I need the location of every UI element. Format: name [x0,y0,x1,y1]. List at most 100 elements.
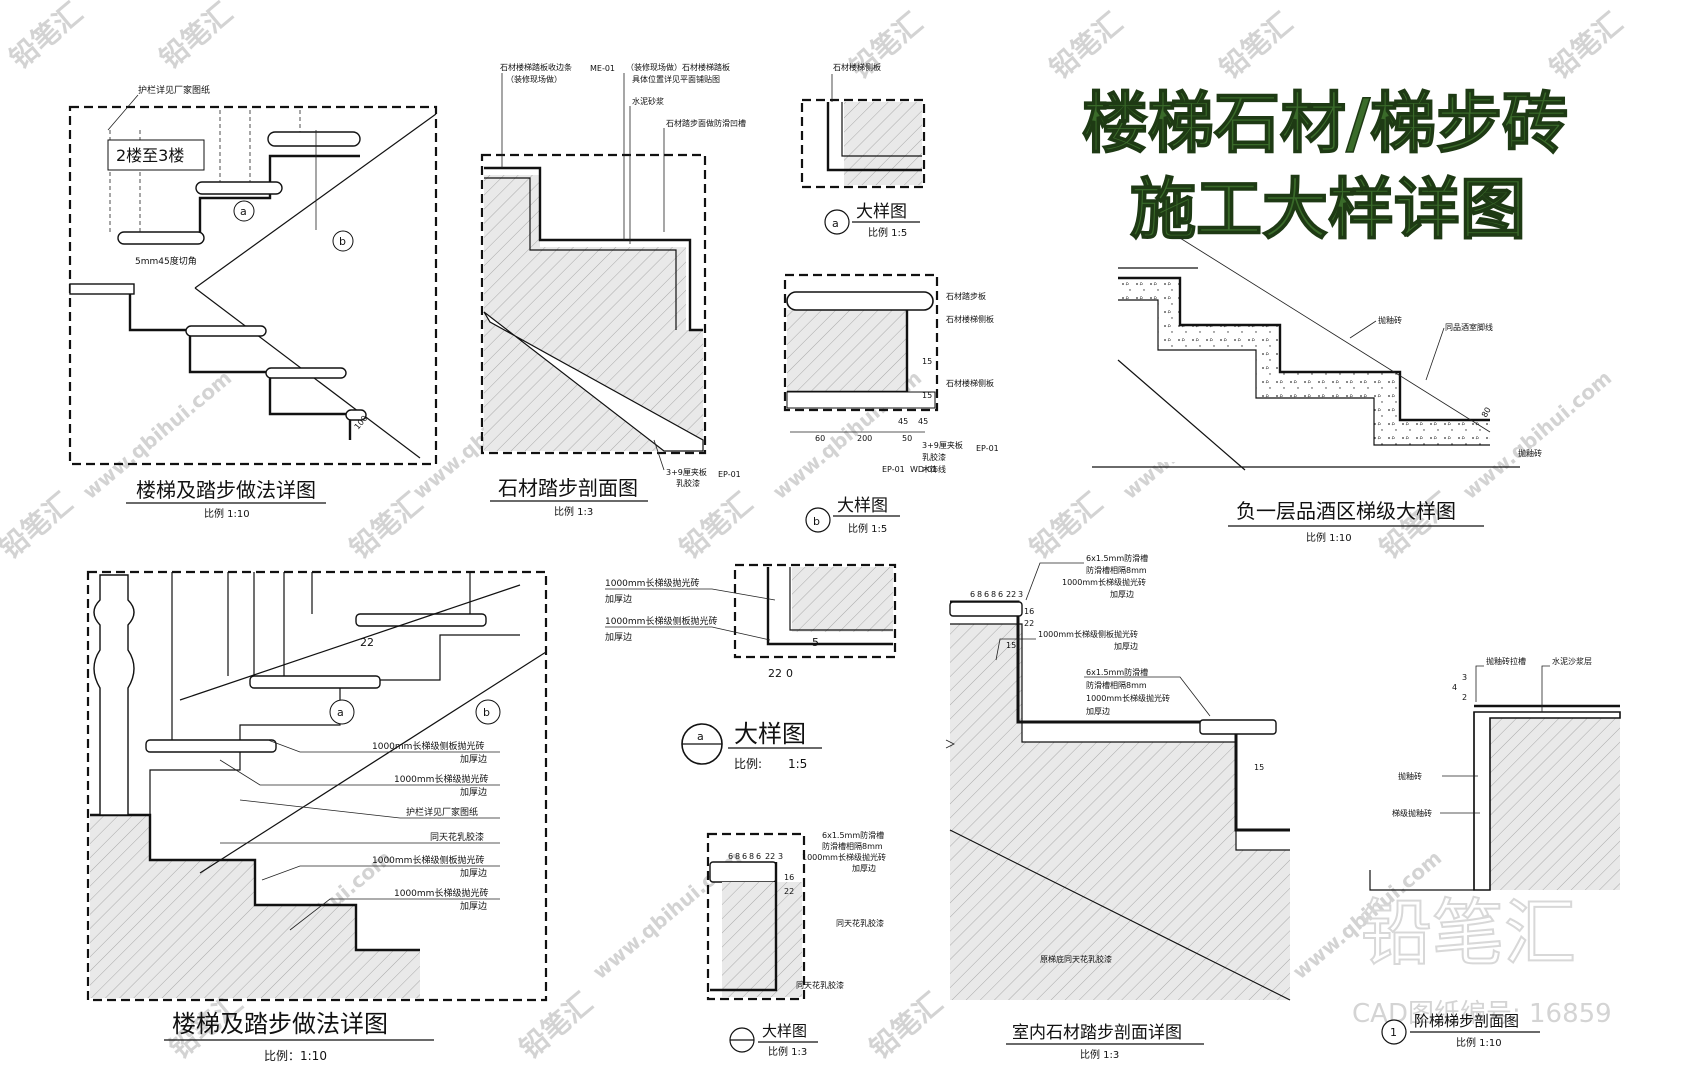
note: 加厚边 [460,868,487,879]
dimension: 45 [898,417,908,426]
callout-marker [1381,1019,1407,1045]
detail-a-middle: 1000mm长梯级抛光砖 加厚边 1000mm长梯级侧板抛光砖 加厚边 22 0… [605,563,897,771]
detail-a-top: 石材楼梯侧板 a 大样图 比例 1:5 [800,62,926,239]
watermark-brand: 铅笔汇 [843,6,929,85]
concrete-hatch [792,567,893,632]
dimension: 80 [1480,406,1493,419]
drawing-title: 阶梯梯步剖面图 [1414,1012,1519,1030]
watermark-brand: 铅笔汇 [513,986,599,1065]
watermark-brand: 铅笔汇 [1543,6,1629,85]
leader-line [1349,320,1377,339]
note: 同天花乳胶漆 [430,831,484,843]
note: 1000mm长梯级抛光砖 [802,852,886,862]
note: 石材踏步面做防滑凹槽 [666,118,746,128]
dimension-row: 6 8 6 8 6 22 3 16 22 [728,852,794,896]
tread-nosing [117,231,205,245]
note: 1000mm长梯级抛光砖 [1062,577,1146,587]
note: 乳胶漆 [922,452,946,462]
drawing-title: 大样图 [734,720,806,748]
main-title-line-1: 楼梯石材/梯步砖 [1082,85,1568,162]
tread-nosing [267,131,361,147]
dimension: 60 [815,434,825,443]
leader-line [219,759,500,786]
dimension: 8 [977,590,982,599]
note: 1000mm长梯级抛光砖 [1086,693,1170,703]
dimension: 8 [991,590,996,599]
dimension: 6 [998,590,1003,599]
viewport-frame [480,153,707,455]
note: 6x1.5mm防滑槽 [822,830,884,840]
tread-nosing [265,367,347,379]
floor-tag: 2楼至3楼 [116,146,184,165]
watermark-brand: 铅笔汇 [673,486,759,565]
tile-inner [789,567,893,631]
note: 石材楼梯侧板 [946,314,994,324]
drawing-title: 大样图 [856,202,907,222]
watermark-brand: 铅笔汇 [343,486,429,565]
callout-b-marker [805,507,831,533]
note: 加厚边 [605,594,632,605]
note: 加厚边 [1114,641,1138,651]
dimension: 8 [735,852,740,861]
note: 水泥砂浆 [632,96,664,106]
leader-line [605,626,771,641]
riser-outline [710,862,778,992]
dimension: 8 [749,852,754,861]
dimension: 6 [984,590,989,599]
code: WD-01 [910,465,937,474]
leader-line [605,588,776,601]
stair-detail-top-left: a b 2楼至3楼 护栏详见厂家图纸 5mm45度切角 100 楼梯及踏步做法详… [68,84,438,520]
callout-label: a [832,217,839,230]
tread-board [709,861,777,883]
void-area [484,157,703,330]
bottom-note-2: 乳胶漆 [676,478,700,488]
watermark-brand: 铅笔汇 [863,986,949,1065]
tread-board [786,291,934,311]
dimension: 3 [778,852,783,861]
note: 加厚边 [460,901,487,912]
dimension: 4 [1452,683,1457,692]
note: 1000mm长梯级抛光砖 [394,887,488,899]
note: 抛釉砖 [1518,448,1542,458]
indoor-stone-step-section: 6x1.5mm防滑槽 防滑槽相隔8mm 1000mm长梯级抛光砖 加厚边 100… [945,553,1291,1061]
concrete-hatch [1490,718,1620,890]
dimension-row: 6 8 6 8 6 22 3 16 22 15 15 [970,590,1264,772]
tile-fill [1118,278,1490,445]
watermark-brand-large: 铅笔汇 [1360,891,1576,975]
step-inner-line [1118,299,1490,446]
drawing-scale: 比例 1:10 [1456,1036,1502,1049]
drawing-title: 楼梯及踏步做法详图 [136,478,316,502]
dimension: 16 [784,873,794,882]
tread-board [249,675,381,689]
callout-b-label: b [339,235,346,248]
leader-line [239,799,500,819]
tread-nosing [345,409,367,421]
panel-outline [826,102,922,172]
tile-outline [766,567,893,646]
watermark-brand: 铅笔汇 [1213,6,1299,85]
leader-line [1084,676,1211,717]
dimension: 50 [902,434,912,443]
note: 1000mm长梯级侧板抛光砖 [1038,629,1138,639]
note: 石材楼梯踏板收边条 [500,62,572,72]
note: 石材楼梯侧板 [833,62,881,72]
note: 1000mm长梯级侧板抛光砖 [605,615,717,627]
drawing-scale: 比例 1:5 [848,522,887,535]
dimension: 45 [918,417,928,426]
dimension: 22 [784,887,794,896]
note: 3+9厘夹板 [922,440,963,450]
callout-a-marker [824,209,850,235]
callout-b-marker [332,230,354,252]
soffit-line [1117,359,1246,471]
drawing-scale: 比例：1:10 [264,1049,327,1063]
note-chamfer: 5mm45度切角 [135,255,197,267]
note: 1000mm长梯级侧板抛光砖 [372,740,484,752]
structure-line [950,623,1290,851]
watermark-brand: 铅笔汇 [3,0,89,75]
note: 同天花乳胶漆 [836,918,884,928]
leader-line [995,638,1036,661]
concrete-hatch [90,815,420,998]
note: （装修现场做）石材楼梯踏板 [626,62,730,72]
tread-board [949,601,1023,617]
leader-line [1425,327,1445,381]
